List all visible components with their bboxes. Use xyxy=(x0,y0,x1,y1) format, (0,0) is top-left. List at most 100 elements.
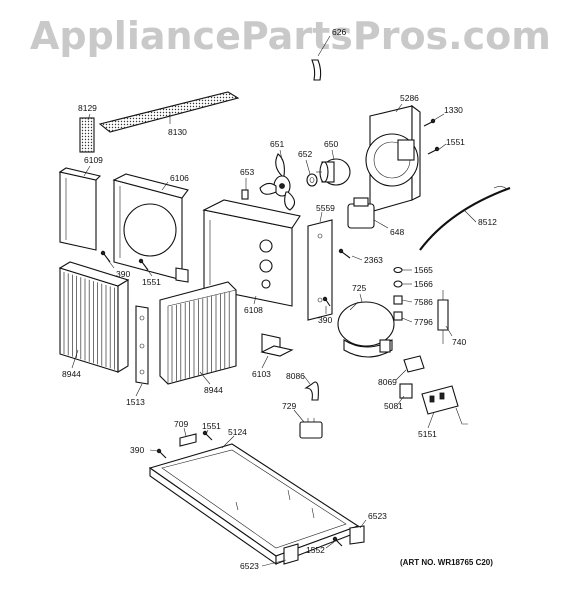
leader-line-725 xyxy=(359,293,363,303)
part-label-8069: 8069 xyxy=(378,377,397,387)
part-label-725: 725 xyxy=(352,283,367,293)
screw-390b-drawing xyxy=(322,296,331,307)
part-label-1513: 1513 xyxy=(126,397,145,407)
part-6523a-drawing xyxy=(349,525,365,545)
leader-line-6108 xyxy=(253,295,257,305)
part-8129-drawing xyxy=(79,117,95,153)
part-725-drawing xyxy=(337,301,395,358)
part-label-7586: 7586 xyxy=(414,297,433,307)
part-label-652: 652 xyxy=(298,149,313,159)
part-8130-drawing xyxy=(98,91,240,133)
part-label-8944a: 8944 xyxy=(62,369,81,379)
part-7796-drawing xyxy=(393,311,403,321)
part-6109-drawing xyxy=(58,167,102,251)
part-5081-drawing xyxy=(399,383,413,399)
leader-line-652 xyxy=(305,159,311,175)
leader-line-1551a xyxy=(145,267,153,277)
part-650-drawing xyxy=(316,158,351,186)
part-label-1552: 1552 xyxy=(306,545,325,555)
part-label-651: 651 xyxy=(270,139,285,149)
part-label-709: 709 xyxy=(174,419,189,429)
part-1513-drawing xyxy=(135,305,149,385)
part-label-1551a: 1551 xyxy=(142,277,161,287)
part-5151-drawing xyxy=(421,385,468,425)
leader-line-5151 xyxy=(427,411,435,429)
part-label-1551b: 1551 xyxy=(446,137,465,147)
leader-line-5081 xyxy=(397,395,405,405)
leader-line-1551b xyxy=(437,143,447,151)
part-label-8086: 8086 xyxy=(286,371,305,381)
leader-line-6523a xyxy=(359,519,367,529)
leader-line-390c xyxy=(149,449,159,452)
part-label-5559: 5559 xyxy=(316,203,335,213)
part-729-drawing xyxy=(299,418,323,439)
leader-line-651 xyxy=(279,149,283,161)
screw-2363-drawing xyxy=(338,248,351,259)
part-6106-drawing xyxy=(112,173,189,283)
part-label-1330: 1330 xyxy=(444,105,463,115)
part-label-1565: 1565 xyxy=(414,265,433,275)
part-label-626: 626 xyxy=(332,27,347,37)
leader-line-6523b xyxy=(261,559,287,567)
leader-line-8512 xyxy=(463,209,477,223)
part-label-390a: 390 xyxy=(116,269,131,279)
part-5559-drawing xyxy=(307,219,333,321)
part-label-5151: 5151 xyxy=(418,429,437,439)
part-label-6103: 6103 xyxy=(252,369,271,379)
part-label-6523a: 6523 xyxy=(368,511,387,521)
part-5124-drawing xyxy=(148,443,360,566)
part-label-729: 729 xyxy=(282,401,297,411)
leader-line-5124 xyxy=(221,435,235,449)
part-653-drawing xyxy=(241,189,249,200)
leader-line-650 xyxy=(331,149,335,161)
screw-1551a-drawing xyxy=(138,258,149,271)
leader-line-390a xyxy=(107,259,115,269)
leader-line-6103 xyxy=(261,355,269,369)
part-648-drawing xyxy=(347,197,375,229)
screw-390c-drawing xyxy=(156,448,167,459)
part-label-1551c: 1551 xyxy=(202,421,221,431)
part-label-6109: 6109 xyxy=(84,155,103,165)
screw-1552-drawing xyxy=(332,536,343,547)
part-8086-drawing xyxy=(304,381,319,401)
part-label-8944b: 8944 xyxy=(204,385,223,395)
screw-1330-drawing xyxy=(423,118,436,127)
leader-line-5559 xyxy=(319,211,323,223)
part-label-5081: 5081 xyxy=(384,401,403,411)
part-6103-drawing xyxy=(260,333,294,357)
part-1565-drawing xyxy=(393,266,403,274)
part-label-1566: 1566 xyxy=(414,279,433,289)
art-number: (ART NO. WR18765 C20) xyxy=(400,558,493,567)
leader-line-1551c xyxy=(205,429,209,435)
part-label-653: 653 xyxy=(240,167,255,177)
part-label-650: 650 xyxy=(324,139,339,149)
part-8512-drawing xyxy=(419,186,511,251)
leader-line-7796 xyxy=(401,317,413,323)
part-label-390b: 390 xyxy=(318,315,333,325)
part-1566-drawing xyxy=(393,280,403,288)
leader-line-8944b xyxy=(199,371,211,385)
leader-lines xyxy=(71,35,477,567)
part-626-drawing xyxy=(311,59,322,81)
part-652-drawing xyxy=(306,173,318,187)
leader-line-8944a xyxy=(71,349,79,369)
part-5286-drawing xyxy=(365,104,421,213)
part-label-5124: 5124 xyxy=(228,427,247,437)
part-7586-drawing xyxy=(393,295,403,305)
part-740-drawing xyxy=(437,290,449,344)
part-label-8129: 8129 xyxy=(78,103,97,113)
part-label-8130: 8130 xyxy=(168,127,187,137)
part-label-5286: 5286 xyxy=(400,93,419,103)
leader-line-8069 xyxy=(395,369,407,381)
site-watermark: AppliancePartsPros.com xyxy=(30,14,551,58)
screw-1551b-drawing xyxy=(427,146,440,155)
leader-line-1513 xyxy=(135,383,143,397)
leader-line-709 xyxy=(183,427,187,437)
screw-390a-drawing xyxy=(100,250,111,263)
part-8944-right-drawing xyxy=(159,281,237,385)
leader-line-8129 xyxy=(87,113,91,121)
leader-line-7586 xyxy=(401,299,413,303)
leader-line-626 xyxy=(317,35,331,57)
screw-1551c-drawing xyxy=(202,430,213,441)
